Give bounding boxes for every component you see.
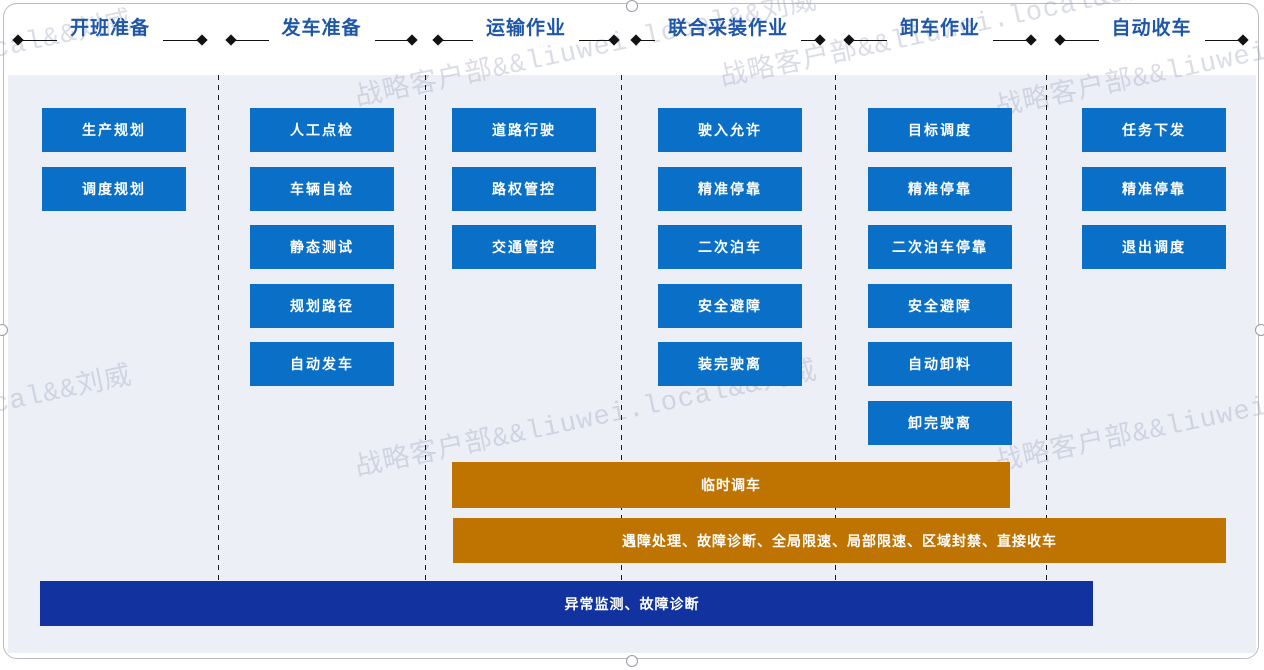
step-box[interactable]: 交通管控 <box>452 225 596 269</box>
diamond-endpoint-left <box>12 34 24 46</box>
step-box[interactable]: 精准停靠 <box>658 167 802 211</box>
selection-handle-right[interactable] <box>1255 324 1264 336</box>
step-box[interactable]: 自动卸料 <box>868 342 1012 386</box>
stage-title: 运输作业 <box>486 17 567 39</box>
column-divider <box>835 75 836 581</box>
diamond-endpoint-left <box>225 34 237 46</box>
diamond-endpoint-left <box>630 34 642 46</box>
connector-line-right <box>1204 39 1240 41</box>
stage-header: 开班准备 <box>12 18 208 55</box>
step-box[interactable]: 车辆自检 <box>250 167 394 211</box>
stage-title: 开班准备 <box>70 17 151 39</box>
stage-header: 运输作业 <box>432 18 620 55</box>
step-box[interactable]: 目标调度 <box>868 108 1012 152</box>
connector-line-left <box>640 39 655 41</box>
diamond-endpoint-right <box>1025 34 1037 46</box>
stage-title: 发车准备 <box>281 17 362 39</box>
connector-line-right <box>374 39 409 41</box>
step-box[interactable]: 人工点检 <box>250 108 394 152</box>
diamond-endpoint-right <box>406 34 418 46</box>
connector-line-left <box>235 39 269 41</box>
step-box[interactable]: 驶入允许 <box>658 108 802 152</box>
step-box[interactable]: 退出调度 <box>1082 225 1226 269</box>
connector-line-left <box>442 39 473 41</box>
column-divider <box>1046 75 1047 581</box>
step-box[interactable]: 二次泊车 <box>658 225 802 269</box>
step-box[interactable]: 自动发车 <box>250 342 394 386</box>
step-box[interactable]: 二次泊车停靠 <box>868 225 1012 269</box>
connector-line-right <box>579 39 611 41</box>
connector-line-right <box>801 39 817 41</box>
stage-header: 发车准备 <box>225 18 418 55</box>
step-box[interactable]: 规划路径 <box>250 284 394 328</box>
anomaly-monitoring-bar[interactable] <box>40 581 1093 626</box>
diamond-endpoint-right <box>608 34 620 46</box>
step-box[interactable]: 卸完驶离 <box>868 401 1012 445</box>
stage-title: 自动收车 <box>1111 17 1192 39</box>
connector-line-right <box>993 39 1028 41</box>
stage-header: 联合采装作业 <box>630 18 826 55</box>
step-box[interactable]: 安全避障 <box>658 284 802 328</box>
step-box[interactable]: 调度规划 <box>42 167 186 211</box>
step-box[interactable]: 安全避障 <box>868 284 1012 328</box>
step-box[interactable]: 任务下发 <box>1082 108 1226 152</box>
diamond-endpoint-right <box>196 34 208 46</box>
column-divider <box>425 75 426 581</box>
exception-handling-bar[interactable]: 遇障处理、故障诊断、全局限速、局部限速、区域封禁、直接收车 <box>453 518 1226 563</box>
diagram-background-panel <box>8 75 1256 653</box>
step-box[interactable]: 装完驶离 <box>658 342 802 386</box>
temporary-dispatch-bar[interactable]: 临时调车 <box>452 462 1010 508</box>
selection-handle-bottom[interactable] <box>626 655 638 667</box>
connector-line-left <box>22 39 57 41</box>
step-box[interactable]: 静态测试 <box>250 225 394 269</box>
diamond-endpoint-right <box>814 34 826 46</box>
connector-line-right <box>163 39 199 41</box>
diamond-endpoint-left <box>1054 34 1066 46</box>
column-divider <box>218 75 219 581</box>
stage-header: 卸车作业 <box>843 18 1037 55</box>
diamond-endpoint-right <box>1237 34 1249 46</box>
stage-title: 联合采装作业 <box>668 17 789 39</box>
step-box[interactable]: 路权管控 <box>452 167 596 211</box>
temporary-dispatch-label: 临时调车 <box>701 477 761 493</box>
step-box[interactable]: 道路行驶 <box>452 108 596 152</box>
connector-line-left <box>1064 39 1099 41</box>
stage-header: 自动收车 <box>1054 18 1249 55</box>
column-divider <box>621 75 622 581</box>
diamond-endpoint-left <box>432 34 444 46</box>
stage-title: 卸车作业 <box>900 17 981 39</box>
step-box[interactable]: 精准停靠 <box>1082 167 1226 211</box>
diamond-endpoint-left <box>843 34 855 46</box>
exception-handling-label: 遇障处理、故障诊断、全局限速、局部限速、区域封禁、直接收车 <box>622 532 1057 549</box>
step-box[interactable]: 生产规划 <box>42 108 186 152</box>
step-box[interactable]: 精准停靠 <box>868 167 1012 211</box>
selection-handle-top[interactable] <box>626 0 638 12</box>
connector-line-left <box>853 39 887 41</box>
selection-handle-left[interactable] <box>0 324 8 336</box>
